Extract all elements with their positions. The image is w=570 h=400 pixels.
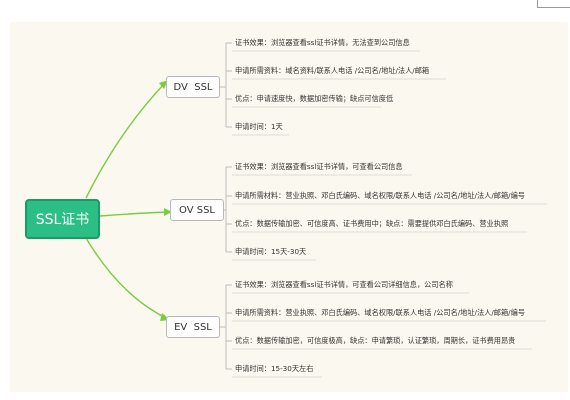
connector-root-ev	[85, 237, 167, 319]
corner-frame	[537, 0, 570, 8]
leaf-text: 申请时间：15天-30天	[235, 247, 307, 256]
connector-root-ov	[99, 211, 169, 217]
leaf-ev-pros-cons: 优点：数据传输加密，可信度极高，缺点：申请繁琐，认证繁琐，周期长，证书费用昂贵	[232, 333, 518, 349]
leaf-text: 申请所需资料：域名资料/联系人电话 /公司名/地址/法人/邮箱	[235, 66, 430, 75]
leaf-ov-effect: 证书效果：浏览器查看ssl证书详情，可查看公司信息	[232, 159, 406, 175]
arrow-head-ov	[164, 208, 172, 216]
leaf-ov-materials: 申请所需材料：营业执照、邓白氏编码、域名权限/联系人电话 /公司名/地址/法人/…	[232, 188, 528, 204]
leaf-ov-time: 申请时间：15天-30天	[232, 244, 309, 260]
leaf-ov-pros-cons: 优点：数据传输加密、可信度高、证书费用中；缺点：需要提供邓白氏编码、营业执照	[232, 216, 511, 232]
leaf-text: 优点：数据传输加密、可信度高、证书费用中；缺点：需要提供邓白氏编码、营业执照	[235, 219, 509, 228]
leaf-text: 优点：数据传输加密，可信度极高，缺点：申请繁琐，认证繁琐，周期长，证书费用昂贵	[235, 336, 516, 345]
connector-root-dv	[85, 81, 167, 199]
leaf-ev-materials: 申请所需资料：营业执照、邓白氏编码、域名权限/联系人电话 /公司名/地址/法人/…	[232, 305, 528, 321]
leaf-text: 优点：申请速度快，数据加密传输；缺点可信度低	[235, 94, 394, 103]
leaf-text: 申请所需材料：营业执照、邓白氏编码、域名权限/联系人电话 /公司名/地址/法人/…	[235, 191, 525, 200]
leaf-text: 申请所需资料：营业执照、邓白氏编码、域名权限/联系人电话 /公司名/地址/法人/…	[235, 308, 525, 317]
bracket-ev	[220, 284, 232, 370]
leaf-text: 证书效果：浏览器查看ssl证书详情，可查看公司信息	[235, 162, 403, 171]
bracket-dv	[220, 42, 232, 128]
root-node: SSL证书	[25, 199, 100, 239]
leaf-underlines	[232, 50, 547, 378]
arrow-head-dv	[159, 80, 168, 89]
branch-node-dv: DV SSL	[166, 76, 220, 98]
leaf-dv-materials: 申请所需资料：域名资料/联系人电话 /公司名/地址/法人/邮箱	[232, 63, 432, 79]
branch-node-ev: EV SSL	[166, 316, 220, 338]
leaf-dv-pros-cons: 优点：申请速度快，数据加密传输；缺点可信度低	[232, 91, 396, 107]
leaf-text: 申请时间：1天	[235, 122, 283, 131]
branch-node-ov: OV SSL	[170, 199, 224, 221]
leaf-text: 证书效果：浏览器查看ssl证书详情，无法查到公司信息	[235, 38, 410, 47]
leaf-dv-time: 申请时间：1天	[232, 119, 286, 135]
mindmap-background	[10, 22, 568, 392]
leaf-ev-time: 申请时间：15-30天左右	[232, 361, 316, 377]
leaf-dv-effect: 证书效果：浏览器查看ssl证书详情，无法查到公司信息	[232, 35, 413, 51]
leaf-text: 申请时间：15-30天左右	[235, 364, 314, 373]
leaf-text: 证书效果：浏览器查看ssl证书详情，可查看公司详细信息，公司名称	[235, 280, 453, 289]
leaf-ev-effect: 证书效果：浏览器查看ssl证书详情，可查看公司详细信息，公司名称	[232, 277, 456, 293]
